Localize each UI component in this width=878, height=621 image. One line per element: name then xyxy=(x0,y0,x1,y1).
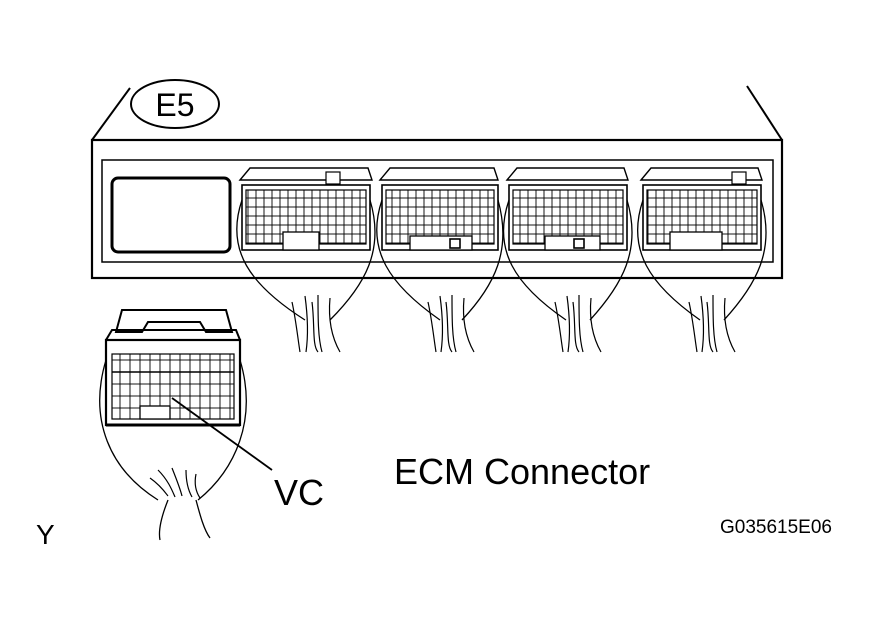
ecm-housing xyxy=(90,85,784,280)
ecm-connector-1 xyxy=(236,167,376,353)
diagram-caption: ECM Connector xyxy=(394,451,650,492)
connector-id-badge: E5 xyxy=(130,79,220,129)
ecm-blank-panel xyxy=(110,176,232,254)
ecm-connector-4 xyxy=(636,167,767,353)
housing-inner-frame xyxy=(101,159,774,263)
ecm-connector-3 xyxy=(502,167,633,353)
harness-connector xyxy=(99,309,247,541)
vc-leader-line xyxy=(171,397,273,471)
figure-code: G035615E06 xyxy=(720,517,832,538)
housing-right-edge xyxy=(746,85,783,141)
connector-id-label: E5 xyxy=(155,87,194,123)
corner-letter: Y xyxy=(36,519,55,550)
housing-front-panel xyxy=(90,138,784,280)
housing-left-edge xyxy=(91,87,131,141)
pin-label-vc: VC xyxy=(274,472,324,513)
ecm-connector-2 xyxy=(376,167,504,353)
